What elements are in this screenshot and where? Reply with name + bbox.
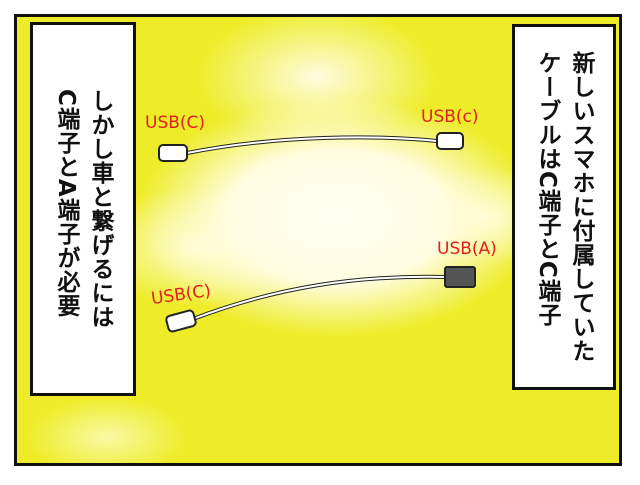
- comic-panel: USB(C) USB(c) USB(C) USB(A) 新しいスマホに付属してい…: [14, 14, 622, 466]
- right-caption-line1: 新しいスマホに付属していた: [568, 51, 594, 363]
- left-caption-line2: C端子とA端子が必要: [53, 89, 79, 318]
- usb-a-plug: [444, 266, 476, 288]
- usb-c-plug: [165, 309, 197, 333]
- right-caption-line2: ケーブルはC端子とC端子: [534, 51, 560, 327]
- cables-illustration: [158, 132, 476, 333]
- cable-c-to-a: [165, 266, 476, 333]
- left-caption-box: しかし車と繋げるには C端子とA端子が必要: [30, 22, 136, 396]
- label-usb-c-top-left: USB(C): [145, 113, 206, 133]
- left-caption-line1: しかし車と繋げるには: [87, 89, 113, 329]
- right-caption-box: 新しいスマホに付属していた ケーブルはC端子とC端子: [512, 24, 616, 390]
- label-usb-c-top-right: USB(c): [421, 107, 479, 127]
- usb-c-plug: [436, 132, 464, 150]
- usb-c-plug: [158, 144, 188, 162]
- cable-c-to-c: [158, 132, 464, 162]
- label-usb-a-bottom-right: USB(A): [437, 239, 497, 259]
